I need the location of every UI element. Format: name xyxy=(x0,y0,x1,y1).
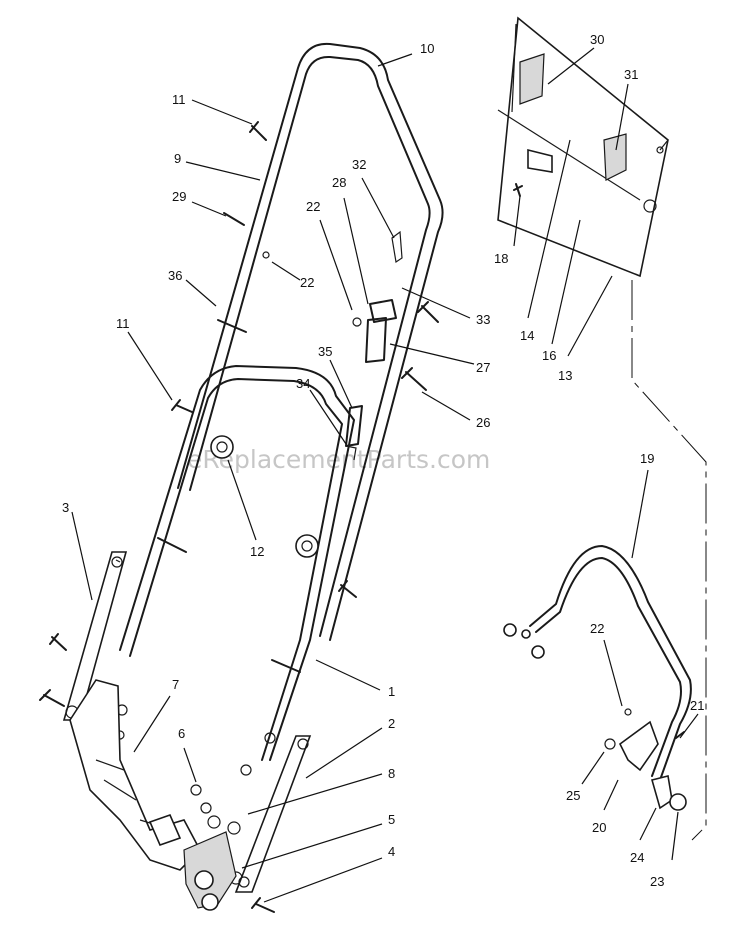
callout-32: 32 xyxy=(352,157,366,172)
callout-10: 10 xyxy=(420,41,434,56)
control-console xyxy=(497,16,669,278)
callout-34: 34 xyxy=(296,376,310,391)
upper-handle xyxy=(177,42,444,641)
callout-3: 3 xyxy=(62,500,69,515)
callout-9: 9 xyxy=(174,151,181,166)
callout-31: 31 xyxy=(624,67,638,82)
watermark-text: eReplacementParts.com xyxy=(187,445,490,474)
callout-33: 33 xyxy=(476,312,490,327)
callout-22-top: 22 xyxy=(306,199,320,214)
handle-knob xyxy=(210,435,234,459)
callout-5: 5 xyxy=(388,812,395,827)
callout-11-lower: 11 xyxy=(116,316,130,331)
cable-guide-assembly xyxy=(345,230,403,461)
callout-22-bail: 22 xyxy=(590,621,604,636)
callout-1: 1 xyxy=(388,684,395,699)
control-bail xyxy=(503,545,692,811)
callout-18: 18 xyxy=(494,251,508,266)
callout-2: 2 xyxy=(388,716,395,731)
callout-16: 16 xyxy=(542,348,556,363)
callout-21: 21 xyxy=(690,698,704,713)
callout-30: 30 xyxy=(590,32,604,47)
leader-lines xyxy=(71,47,699,903)
callout-12: 12 xyxy=(250,544,264,559)
callout-22-mid: 22 xyxy=(300,275,314,290)
callout-19: 19 xyxy=(640,451,654,466)
callout-6: 6 xyxy=(178,726,185,741)
callout-26: 26 xyxy=(476,415,490,430)
callout-20: 20 xyxy=(592,820,606,835)
side-bracket-right xyxy=(234,735,312,893)
callout-28: 28 xyxy=(332,175,346,190)
cable-dashed-line xyxy=(631,280,707,841)
handle-knob-right xyxy=(295,534,319,558)
fastener-set xyxy=(39,121,439,913)
callout-8: 8 xyxy=(388,766,395,781)
callout-27: 27 xyxy=(476,360,490,375)
callout-13: 13 xyxy=(558,368,572,383)
callout-11: 11 xyxy=(172,92,186,107)
callout-24: 24 xyxy=(630,850,644,865)
callout-29: 29 xyxy=(172,189,186,204)
callout-23: 23 xyxy=(650,874,664,889)
lower-handle xyxy=(119,365,355,761)
callout-14: 14 xyxy=(520,328,534,343)
callout-4: 4 xyxy=(388,844,395,859)
callout-labels: 10 30 31 11 9 32 28 29 22 22 18 36 33 14… xyxy=(62,32,704,889)
callout-36: 36 xyxy=(168,268,182,283)
mower-deck xyxy=(69,679,237,911)
callout-35: 35 xyxy=(318,344,332,359)
callout-7: 7 xyxy=(172,677,179,692)
callout-25: 25 xyxy=(566,788,580,803)
